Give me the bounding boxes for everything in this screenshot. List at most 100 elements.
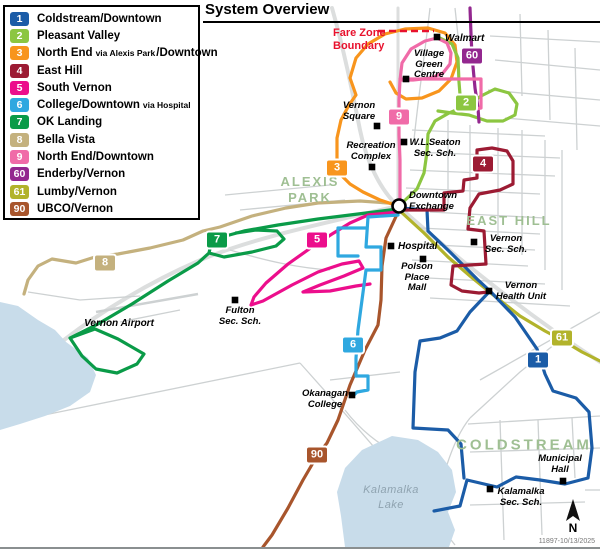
municipal-hall-marker xyxy=(559,477,567,485)
route-4-badge: 4 xyxy=(10,63,29,78)
route-3-label: North End xyxy=(37,47,93,60)
map-route-badge-9: 9 xyxy=(387,107,411,127)
poi-label-hospital: Hospital xyxy=(398,241,438,252)
legend-item-route-60: 60 Enderby/Vernon xyxy=(10,166,198,183)
map-route-badge-8: 8 xyxy=(93,253,117,273)
route-2-badge: 2 xyxy=(10,28,29,43)
route-2-label: Pleasant Valley xyxy=(37,29,121,42)
route-6-label: College/Downtown xyxy=(37,99,140,112)
map-route-badge-90: 90 xyxy=(305,445,329,465)
map-route-badge-3: 3 xyxy=(325,158,349,178)
vernon-sec-marker xyxy=(470,238,478,246)
route-3-label-via: via Alexis Park xyxy=(95,48,156,59)
route-legend: 1 Coldstream/Downtown 2 Pleasant Valley … xyxy=(3,5,218,220)
route-1-badge: 1 xyxy=(10,11,29,26)
legend-item-route-8: 8 Bella Vista xyxy=(10,131,198,148)
legend-item-route-9: 9 North End/Downtown xyxy=(10,148,198,165)
legend-item-route-5: 5 South Vernon xyxy=(10,79,198,96)
area-label-coldstream: COLDSTREAM xyxy=(456,436,592,454)
kalamalka-lake xyxy=(337,436,456,547)
map-route-badge-6: 6 xyxy=(341,335,365,355)
area-label-east-hill: EAST HILL xyxy=(466,212,552,228)
north-arrow-icon xyxy=(566,499,580,521)
route-6-label-via: via Hospital xyxy=(142,100,191,111)
map-route-badge-7: 7 xyxy=(205,230,229,250)
route-5-label: South Vernon xyxy=(37,81,112,94)
health-unit-marker xyxy=(485,287,493,295)
route-7-line xyxy=(68,207,400,375)
fulton-marker xyxy=(231,296,239,304)
polson-mall-marker xyxy=(419,255,427,263)
route-3-badge: 3 xyxy=(10,46,29,61)
legend-item-route-90: 90 UBCO/Vernon xyxy=(10,200,198,217)
north-label: N xyxy=(568,521,578,535)
fare-zone-label: Fare Zone Boundary xyxy=(333,27,386,52)
route-60-line xyxy=(468,6,481,124)
route-8-label: Bella Vista xyxy=(37,133,95,146)
route-5-badge: 5 xyxy=(10,80,29,95)
legend-item-route-61: 61 Lumby/Vernon xyxy=(10,183,198,200)
kalamalka-sec-marker xyxy=(486,485,494,493)
title-rule xyxy=(203,21,600,23)
route-90-label: UBCO/Vernon xyxy=(37,202,114,215)
map-code: 11897-10/13/2025 xyxy=(538,538,595,545)
map-route-badge-2: 2 xyxy=(454,93,478,113)
route-6-line xyxy=(336,213,400,398)
route-90-badge: 90 xyxy=(10,201,29,216)
route-61-badge: 61 xyxy=(10,184,29,199)
hospital-marker xyxy=(387,242,395,250)
route-9-label: North End/Downtown xyxy=(37,151,154,164)
map-route-badge-1: 1 xyxy=(526,350,550,370)
legend-item-route-4: 4 East Hill xyxy=(10,62,198,79)
legend-item-route-7: 7 OK Landing xyxy=(10,114,198,131)
okanagan-lake xyxy=(0,302,96,430)
village-green-marker xyxy=(402,75,410,83)
wlseaton-marker xyxy=(400,138,408,146)
map-route-badge-5: 5 xyxy=(305,230,329,250)
route-60-label: Enderby/Vernon xyxy=(37,168,126,181)
route-61-label: Lumby/Vernon xyxy=(37,185,117,198)
route-4-label: East Hill xyxy=(37,64,83,77)
okanagan-college-marker xyxy=(348,391,356,399)
legend-item-route-2: 2 Pleasant Valley xyxy=(10,27,198,44)
map-route-badge-4: 4 xyxy=(471,154,495,174)
route-6-badge: 6 xyxy=(10,98,29,113)
map-route-badge-60: 60 xyxy=(460,46,484,66)
poi-label-walmart: Walmart xyxy=(445,33,485,44)
walmart-marker xyxy=(433,33,441,41)
page-title: System Overview xyxy=(205,1,330,18)
route-7-label: OK Landing xyxy=(37,116,103,129)
route-4-line xyxy=(401,146,515,295)
route-8-badge: 8 xyxy=(10,132,29,147)
downtown-exchange-node xyxy=(391,198,407,214)
route-7-badge: 7 xyxy=(10,115,29,130)
route-1-label: Coldstream/Downtown xyxy=(37,12,162,25)
route-90-line xyxy=(261,208,401,547)
route-9-badge: 9 xyxy=(10,150,29,165)
route-3-label-post: /Downtown xyxy=(156,47,218,60)
poi-label-vernon-airport: Vernon Airport xyxy=(84,318,154,329)
recreation-complex-marker xyxy=(368,163,376,171)
route-60-badge: 60 xyxy=(10,167,29,182)
route-8-line xyxy=(22,199,404,296)
route-1-line xyxy=(398,206,594,513)
poi-markers xyxy=(231,33,567,493)
